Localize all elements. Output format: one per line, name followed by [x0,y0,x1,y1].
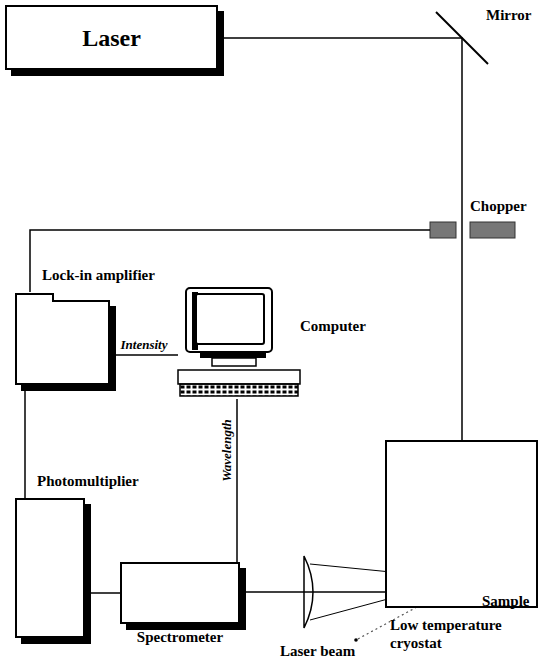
reference-wire [30,230,430,292]
chopper-blade [430,222,456,238]
node-label: Computer [300,317,366,335]
instrument-box: Spectrometer [120,562,240,624]
leader-dot [354,638,358,642]
connector [110,354,178,356]
node-label: Low temperature cryostat [390,616,540,652]
node-label: Lock-in amplifier [42,266,155,284]
part-label: Mirror [486,6,532,24]
connector [236,399,238,562]
sample-node: Sample [442,562,537,612]
laser-box: Laser [5,5,218,70]
computer-node: Computer [178,283,373,399]
chopper-blade [470,222,515,238]
node-label: Photomultiplier [37,472,139,490]
node-label: Sample [482,592,530,610]
part-label: Laser beam [280,642,355,660]
part-label: Chopper [470,197,527,215]
instrument-box: Photomultiplier [15,498,85,638]
connector [85,592,120,594]
node-label: Spectrometer [92,628,268,646]
signal-label: Intensity [119,337,170,352]
cryostat-box: SampleLow temperature cryostat [385,440,538,608]
instrument-box: Lock-in amplifier [15,300,110,385]
signal-label: Wavelength [219,417,234,484]
node-label: Laser [82,24,141,52]
computer-symbol [178,288,300,396]
instrument-tab [15,293,54,302]
connector [24,385,26,498]
